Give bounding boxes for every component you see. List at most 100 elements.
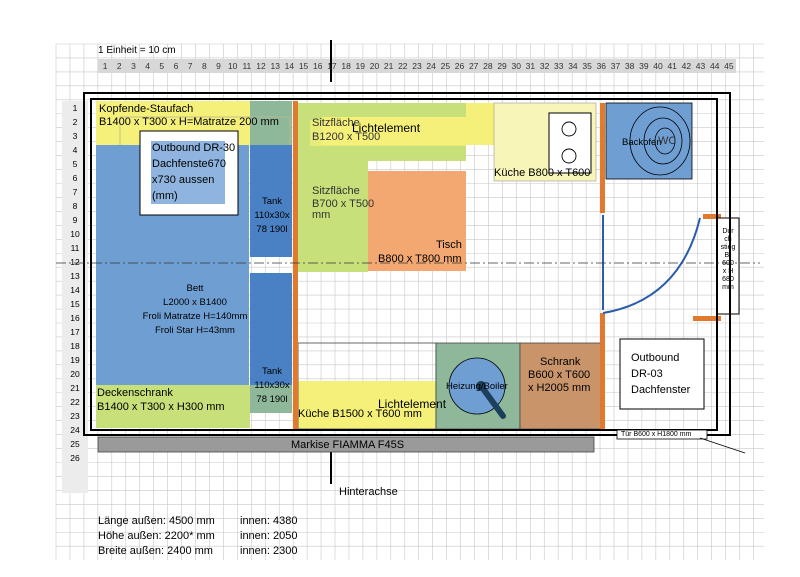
sitzflaeche-2-title: Sitzfläche [312, 185, 360, 197]
tisch-zone [368, 171, 466, 271]
schrank-zone [519, 342, 603, 430]
heizung-handle [481, 387, 506, 419]
tuer-label: Tür B600 x H1800 mm [621, 431, 692, 438]
column-number: 33 [554, 61, 564, 71]
unit-label: 1 Einheit = 10 cm [98, 45, 176, 56]
durchstieg-line7: 680 [722, 276, 734, 283]
column-number: 3 [131, 61, 136, 71]
orange-wall-right-top [600, 103, 605, 213]
durchstieg-line1: Dur [722, 228, 734, 235]
row-number: 12 [70, 257, 80, 267]
kochfeld-1 [561, 121, 577, 137]
row-number: 23 [70, 411, 80, 421]
column-number: 6 [173, 61, 179, 71]
dachfenster-03-line1: Outbound [631, 352, 680, 364]
column-number: 23 [412, 61, 422, 71]
row-number: 20 [70, 369, 80, 379]
wc-ellipse-inner [654, 127, 676, 155]
durchstieg-label: Dur ch stieg B- 600 x H 680 mm [718, 228, 738, 292]
dachfenster-30-line3: x730 aussen [152, 174, 215, 186]
tuer-label-box [616, 429, 708, 440]
column-number: 26 [454, 61, 465, 71]
column-header-band [98, 59, 736, 73]
tuer-schwung [602, 217, 701, 314]
tuer-label-line [699, 437, 746, 454]
wc-ellipse-outer [629, 106, 691, 176]
bett-title: Bett [186, 283, 204, 294]
row-number: 25 [70, 439, 80, 449]
dachfenster-30-line1: Outbound DR-30 [152, 142, 236, 154]
schrank-title: Schrank [540, 356, 581, 368]
column-number: 4 [145, 61, 150, 71]
dachfenster-30-glass [151, 141, 225, 204]
kopfende-teal-zone [250, 101, 292, 145]
tank-top-size: 110x30x [254, 210, 290, 221]
hoehe-innen: innen: 2050 [240, 530, 298, 542]
breite-innen: innen: 2300 [240, 545, 298, 557]
row-number: 21 [70, 383, 80, 393]
sitzflaeche-2-unit: mm [312, 209, 331, 221]
column-number: 5 [159, 61, 165, 71]
column-number: 31 [525, 61, 536, 71]
column-number: 19 [355, 61, 365, 71]
row-number: 11 [70, 243, 80, 253]
column-number: 14 [284, 61, 295, 71]
tisch-size: B800 x T800 mm [378, 253, 462, 265]
tank-top-zone [250, 145, 292, 257]
column-number: 21 [383, 61, 394, 71]
hoehe-aussen: Höhe außen: 2200* mm [98, 530, 215, 542]
row-number: 8 [72, 201, 78, 211]
kueche-top-label: Küche B800 x T600 [494, 167, 591, 179]
sitzflaeche-1-title: Sitzfläche [312, 117, 360, 129]
column-number: 44 [709, 61, 720, 71]
row-number: 2 [72, 117, 78, 127]
backofen-wc-zone [605, 102, 693, 180]
row-number: 17 [70, 327, 80, 337]
breite-aussen: Breite außen: 2400 mm [98, 545, 213, 557]
durchstieg-line8: mm [722, 284, 734, 291]
heizung-label: Heizung/Boiler [446, 381, 508, 392]
kopfende-title: Kopfende-Staufach [99, 103, 194, 115]
tank-top-volume: 78 190l [256, 224, 288, 235]
column-number: 37 [610, 61, 621, 71]
column-number: 18 [341, 61, 351, 71]
row-number: 15 [70, 299, 80, 309]
sitzflaeche-2-yellow [308, 145, 466, 161]
column-number: 28 [483, 61, 493, 71]
row-number: 3 [72, 131, 78, 141]
row-number: 10 [70, 229, 80, 239]
column-number: 32 [539, 61, 550, 71]
hinterachse-label: Hinterachse [339, 486, 398, 498]
column-number: 25 [440, 61, 451, 71]
column-number: 41 [667, 61, 677, 71]
deckenschrank-title: Deckenschrank [97, 387, 173, 399]
dachfenster-03-line2: DR-03 [631, 368, 663, 380]
durchstieg-line5: 600 [722, 260, 734, 267]
column-number: 40 [653, 61, 663, 71]
column-number: 8 [201, 61, 207, 71]
tuer-stopper-top [703, 214, 721, 219]
column-number: 43 [695, 61, 706, 71]
column-number: 42 [681, 61, 692, 71]
tisch-title: Tisch [436, 239, 462, 251]
column-number: 35 [582, 61, 592, 71]
deckenschrank-zone [96, 385, 250, 428]
markise-label: Markise FIAMMA F45S [291, 439, 405, 451]
schrank-height: x H2005 mm [528, 382, 591, 394]
row-number: 16 [70, 313, 80, 323]
column-number: 17 [327, 61, 337, 71]
column-number: 34 [568, 61, 578, 71]
row-number: 22 [70, 397, 80, 407]
sitzflaeche-2-zone [298, 160, 368, 272]
sitz-overlay [310, 120, 466, 146]
wc-ellipse-mid [643, 117, 683, 165]
lichtelement-bottom: Lichtelement [378, 397, 447, 411]
sitzflaeche-1-green [298, 103, 466, 117]
durchstieg-line2: ch [724, 236, 732, 243]
backofen-label: Backofen [622, 137, 662, 148]
dachfenster-30-line2: Dachfenste670 [152, 158, 226, 170]
column-number: 9 [216, 61, 221, 71]
column-number: 7 [187, 61, 193, 71]
durchstieg-line4: B- [724, 252, 732, 259]
